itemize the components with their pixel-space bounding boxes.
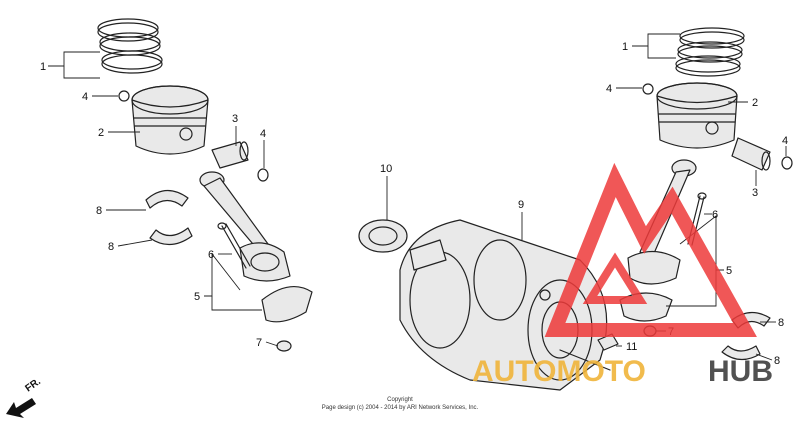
- front-direction-indicator: FR.: [6, 376, 43, 418]
- rod-cap-left: [261, 285, 313, 323]
- callout-4-right-top: 4: [606, 83, 612, 95]
- rod-nut-left: [276, 340, 292, 352]
- piston-left: [131, 85, 209, 155]
- callout-4-left-mid: 4: [260, 128, 266, 140]
- watermark-text-primary: AUTOMOTO: [472, 355, 646, 388]
- piston-rings-right: [675, 27, 745, 77]
- callout-8-left-b: 8: [108, 241, 114, 253]
- piston-pin-left: [211, 141, 249, 169]
- piston-clip-left-mid: [257, 168, 269, 182]
- crankshaft: [399, 219, 611, 391]
- watermark-text-secondary: HUB: [708, 355, 773, 388]
- callout-7-left: 7: [256, 337, 262, 349]
- connecting-rod-left: [199, 171, 291, 282]
- bearing-right-lower: [721, 345, 761, 361]
- callout-8-right-b: 8: [774, 355, 780, 367]
- callout-11: 11: [626, 341, 637, 353]
- rod-bolt-left: [217, 222, 251, 269]
- watermark-logo: [544, 162, 757, 337]
- callout-1-left: 1: [40, 61, 46, 73]
- callout-1-right: 1: [622, 41, 628, 53]
- callout-8-left-a: 8: [96, 205, 102, 217]
- callout-3-right: 3: [752, 187, 758, 199]
- callout-6-left: 6: [208, 249, 214, 261]
- copyright-line-1: Copyright: [387, 397, 413, 403]
- piston-rings-left: [97, 18, 163, 74]
- callout-8-right-a: 8: [778, 317, 784, 329]
- callout-3-left: 3: [232, 113, 238, 125]
- piston-pin-right: [731, 137, 771, 171]
- copyright-line-2: Page design (c) 2004 - 2014 by ARI Netwo…: [322, 405, 479, 411]
- piston-clip-right-mid: [781, 156, 793, 170]
- piston-right: [656, 82, 738, 149]
- callout-5-right: 5: [726, 265, 732, 277]
- callout-2-right: 2: [752, 97, 758, 109]
- callout-9: 9: [518, 199, 524, 211]
- bearing-left-lower: [149, 227, 193, 246]
- piston-clip-left-top: [118, 90, 130, 102]
- callout-5-left: 5: [194, 291, 200, 303]
- front-arrow-icon: [6, 398, 36, 418]
- callout-2-left: 2: [98, 127, 104, 139]
- callout-6-right: 6: [712, 209, 718, 221]
- callout-4-left-top: 4: [82, 91, 88, 103]
- bearing-left-upper: [145, 189, 189, 209]
- front-label: FR.: [23, 376, 43, 394]
- piston-clip-right-top: [642, 83, 654, 95]
- needle-bearing: [358, 219, 408, 253]
- logo-triangle-icon: [544, 162, 757, 337]
- callout-4-right-mid: 4: [782, 135, 788, 147]
- callout-10: 10: [380, 163, 392, 175]
